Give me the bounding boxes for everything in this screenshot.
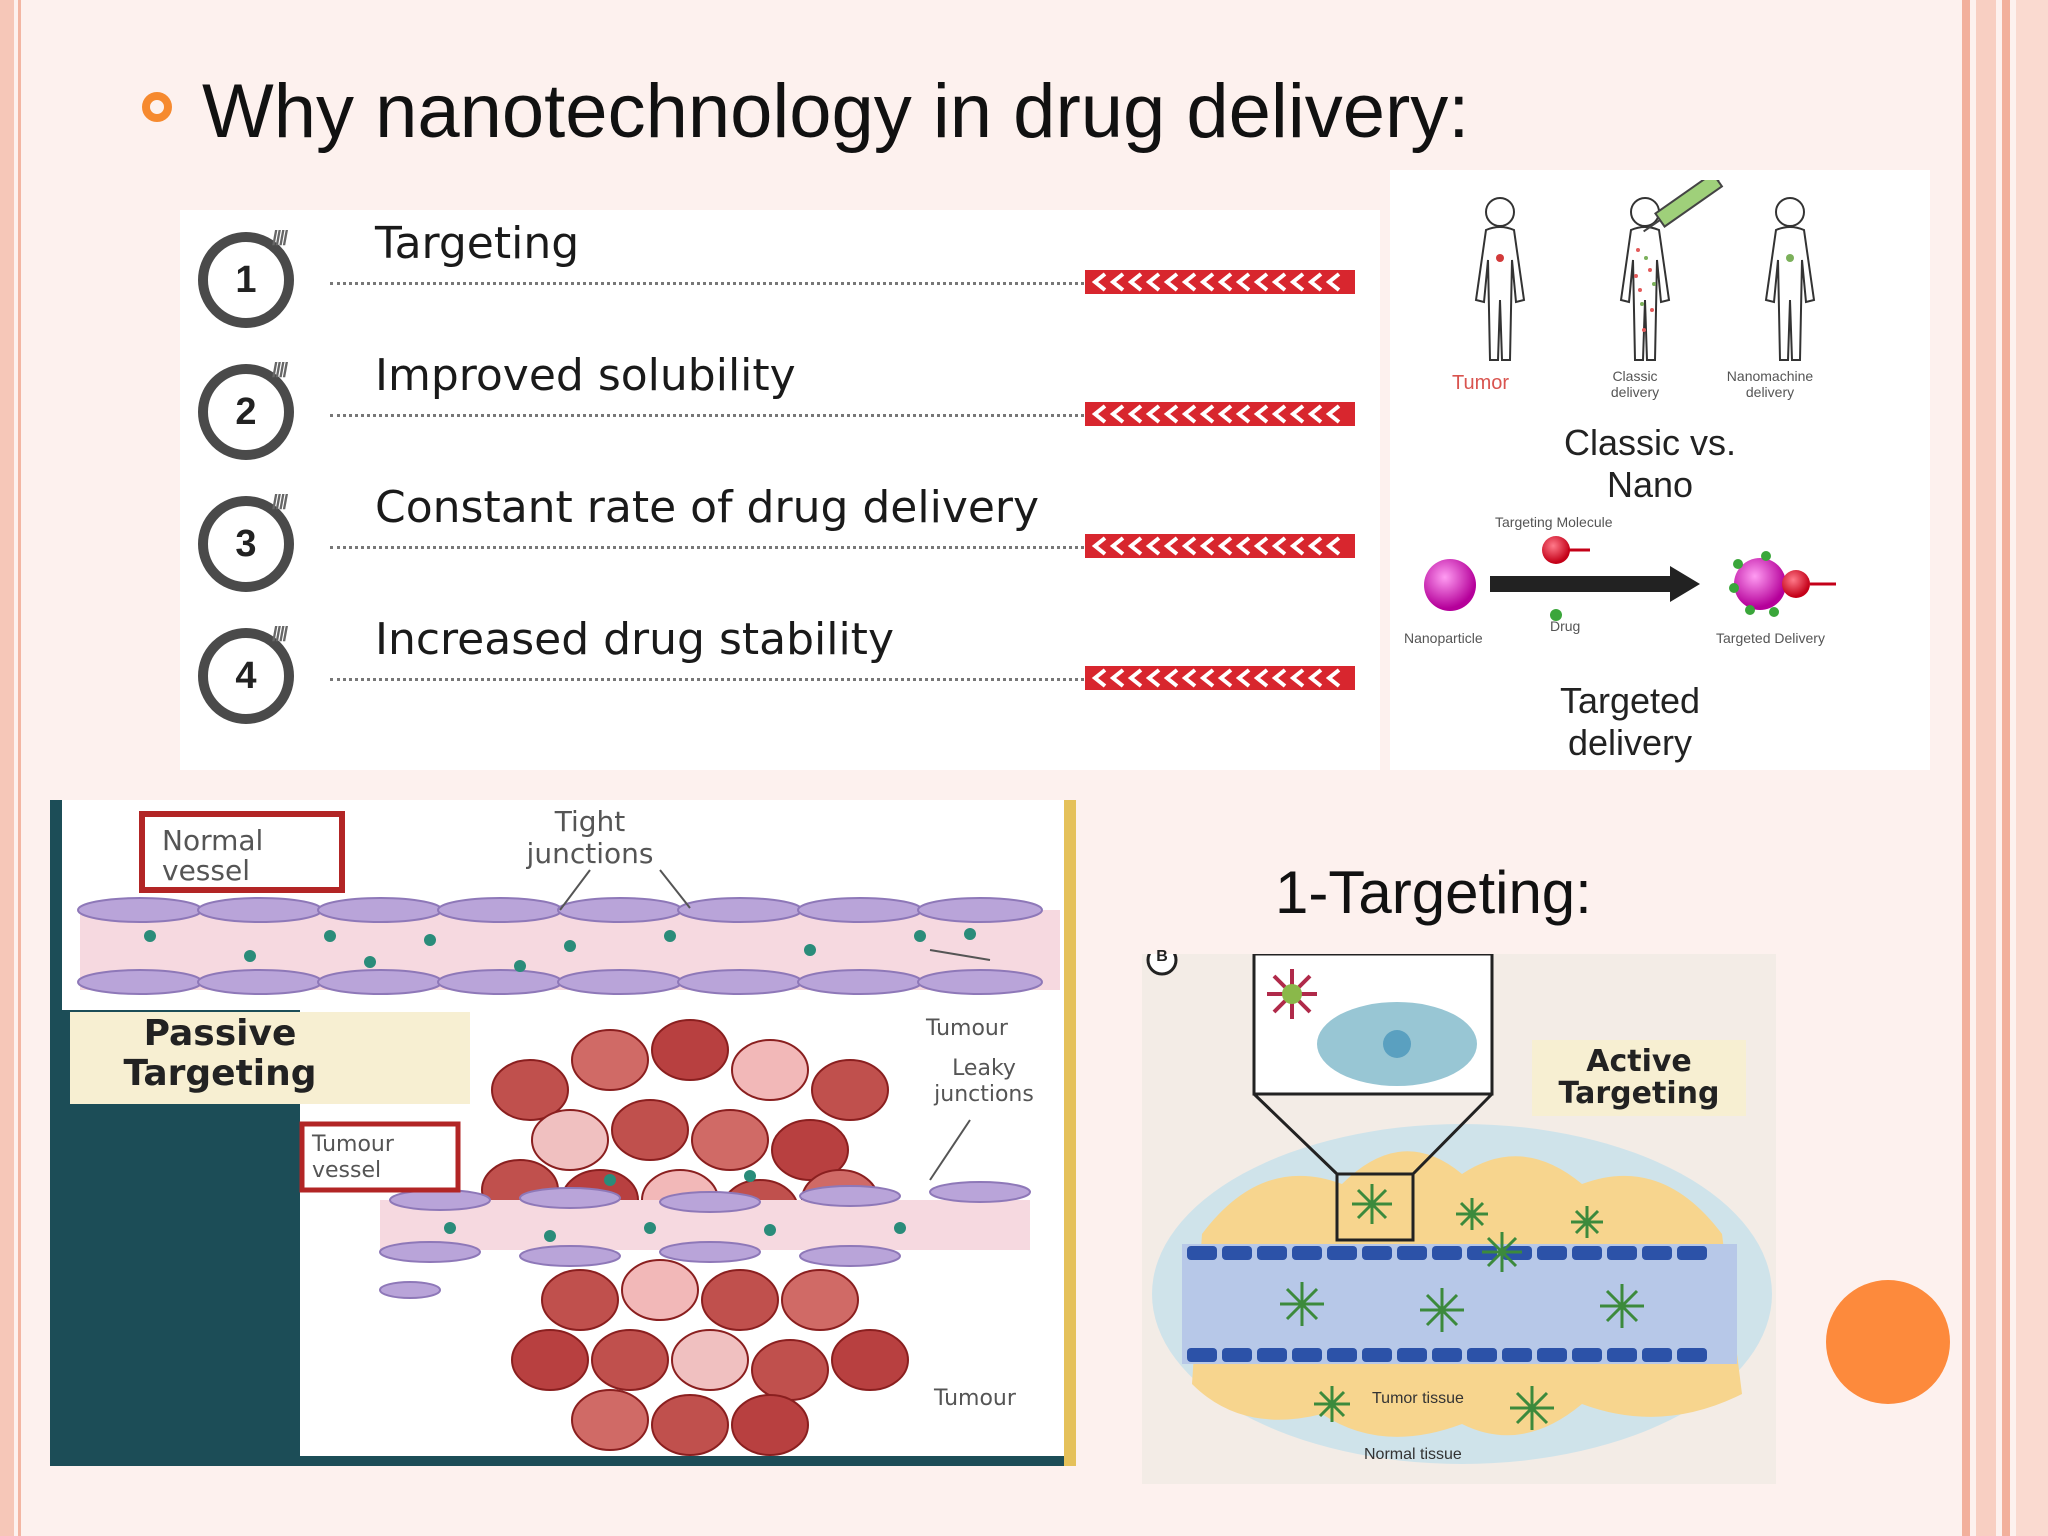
list-item: 3 //// Constant rate of drug delivery: [180, 474, 1380, 594]
chevron-arrow-icon: [1085, 270, 1355, 294]
dotted-leader: [330, 546, 1270, 549]
number-badge: 4: [198, 628, 294, 724]
normal-vessel-label: Normal vessel: [162, 824, 264, 887]
number-badge: 1: [198, 232, 294, 328]
right-border-stripe: [2016, 0, 2048, 1536]
active-targeting-figure: B Active Targeting Tumor tissue Normal t…: [1142, 948, 1776, 1484]
chevron-arrow-icon: [1085, 534, 1355, 558]
chevron-arrow-icon: [1085, 402, 1355, 426]
normal-tissue-label: Normal tissue: [1364, 1446, 1462, 1463]
figure-label: Nanomachine delivery: [1726, 368, 1814, 400]
classic-vs-nano-panel: Tumor Classic delivery Nanomachine deliv…: [1390, 170, 1930, 770]
dotted-leader: [330, 678, 1270, 681]
slide-title: Why nanotechnology in drug delivery:: [202, 69, 1470, 154]
list-item-label: Constant rate of drug delivery: [375, 482, 1040, 533]
right-border-stripe: [2002, 0, 2010, 1536]
dotted-leader: [330, 282, 1270, 285]
leaky-junctions-label: Leaky junctions: [934, 1056, 1034, 1107]
bullet-icon: [142, 92, 172, 122]
tumour-vessel-label: Tumour vessel: [312, 1132, 394, 1183]
targeting-molecule-label: Targeting Molecule: [1495, 514, 1613, 530]
tumour-label: Tumour: [934, 1386, 1016, 1411]
badge-ticks: ////: [272, 624, 288, 646]
list-item-label: Increased drug stability: [375, 614, 894, 665]
list-item-label: Targeting: [375, 218, 580, 269]
list-item: 2 //// Improved solubility: [180, 342, 1380, 462]
tumor-tissue-label: Tumor tissue: [1372, 1390, 1464, 1407]
left-border: [0, 0, 14, 1536]
list-item: 4 //// Increased drug stability: [180, 606, 1380, 726]
figure-label: Tumor: [1452, 372, 1510, 394]
caption-targeted-delivery: Targeted delivery: [1559, 680, 1701, 763]
dotted-leader: [330, 414, 1270, 417]
tight-junctions-label: Tight junctions: [526, 805, 654, 870]
left-border-line: [18, 0, 21, 1536]
number-badge: 2: [198, 364, 294, 460]
passive-targeting-heading: Passive Targeting: [123, 1013, 317, 1094]
drug-label: Drug: [1550, 618, 1581, 634]
nanoparticle-label: Nanoparticle: [1404, 630, 1483, 646]
reasons-list: 1 //// Targeting 2 //// Improved solubil…: [180, 210, 1380, 770]
decorative-circle: [1826, 1280, 1950, 1404]
caption-classic-vs-nano: Classic vs. Nano: [1563, 422, 1737, 505]
number-badge: 3: [198, 496, 294, 592]
panel-letter: B: [1156, 948, 1168, 965]
badge-ticks: ////: [272, 360, 288, 382]
targeting-heading: 1-Targeting:: [1275, 859, 1592, 926]
active-targeting-heading: Active Targeting: [1558, 1044, 1720, 1111]
figure-label: Classic delivery: [1610, 368, 1660, 400]
targeted-delivery-small-label: Targeted Delivery: [1716, 630, 1825, 646]
badge-ticks: ////: [272, 492, 288, 514]
tumour-label: Tumour: [926, 1016, 1008, 1041]
list-item: 1 //// Targeting: [180, 210, 1380, 330]
human-figures-illustration: [1474, 180, 1816, 361]
right-border-stripe: [1962, 0, 1970, 1536]
passive-targeting-figure: Normal vessel Tight junctions Passive Ta…: [50, 800, 1076, 1466]
right-border-stripe: [1976, 0, 1996, 1536]
badge-ticks: ////: [272, 228, 288, 250]
chevron-arrow-icon: [1085, 666, 1355, 690]
targeted-delivery-diagram: [1424, 536, 1836, 621]
list-item-label: Improved solubility: [375, 350, 796, 401]
